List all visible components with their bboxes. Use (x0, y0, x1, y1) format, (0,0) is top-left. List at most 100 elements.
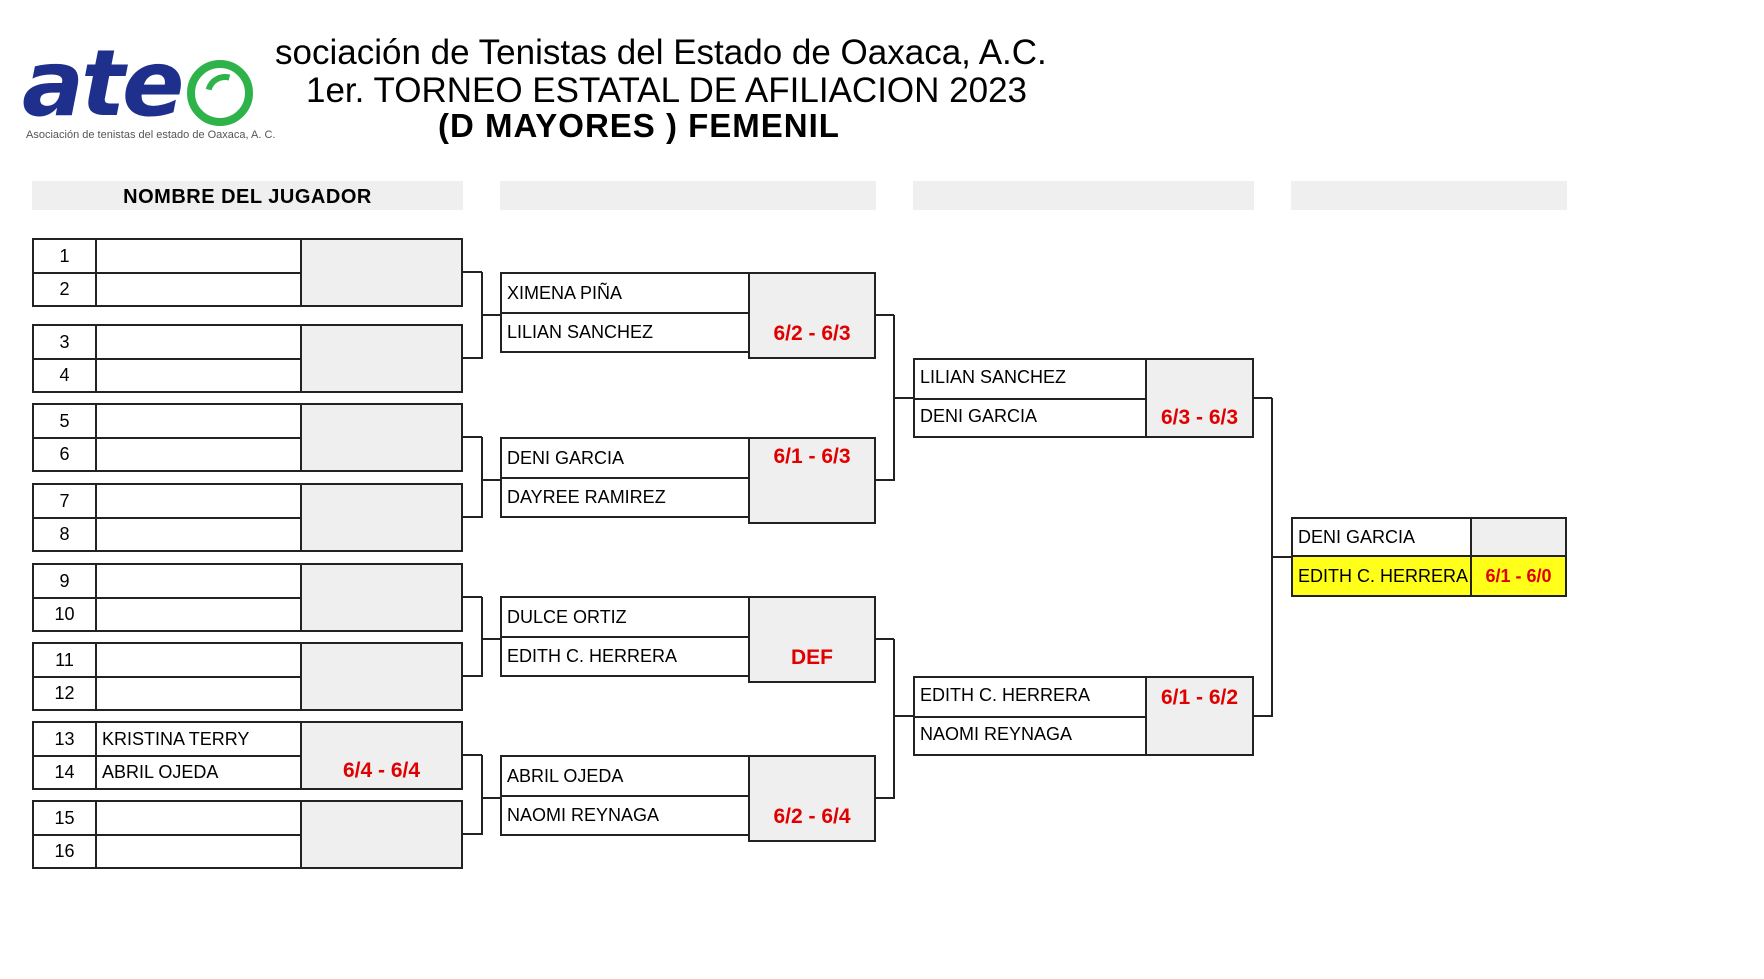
seed-number: 11 (32, 642, 97, 678)
seed-number: 5 (32, 403, 97, 439)
connector-line (463, 833, 482, 835)
final-score: 6/1 - 6/0 (1485, 566, 1552, 586)
seed-number: 14 (32, 755, 97, 790)
final-player-1: DENI GARCIA (1291, 517, 1472, 557)
player-name-slot (95, 834, 302, 869)
match-score-box (300, 563, 463, 632)
tennis-ball-icon (187, 60, 253, 126)
column-header-label: NOMBRE DEL JUGADOR (123, 186, 372, 208)
seed-number: 16 (32, 834, 97, 869)
final-score-box: 6/1 - 6/0 (1470, 555, 1567, 597)
seed-number: 13 (32, 721, 97, 757)
column-header-players: NOMBRE DEL JUGADOR (32, 181, 463, 210)
match-score-box: 6/3 - 6/3 (1145, 358, 1254, 438)
seed-number: 8 (32, 517, 97, 552)
player-name-slot (95, 324, 302, 360)
seed-number: 4 (32, 358, 97, 393)
player-name: DULCE ORTIZ (500, 596, 750, 638)
tournament-title: 1er. TORNEO ESTATAL DE AFILIACION 2023 (306, 71, 1028, 110)
player-name: DENI GARCIA (500, 437, 750, 479)
player-name-slot (95, 483, 302, 519)
seed-number: 15 (32, 800, 97, 836)
player-name-slot (95, 437, 302, 472)
connector-line (463, 675, 482, 677)
seed-number: 12 (32, 676, 97, 711)
player-name-slot (95, 358, 302, 393)
player-name-slot (95, 800, 302, 836)
seed-number: 7 (32, 483, 97, 519)
logo-wordmark: ate (22, 30, 184, 137)
connector-line (463, 271, 482, 273)
connector-line (876, 479, 894, 481)
match-score: 6/2 - 6/4 (773, 805, 851, 828)
connector-line (463, 436, 482, 438)
seed-number: 1 (32, 238, 97, 274)
connector-line (482, 638, 500, 640)
player-name: NAOMI REYNAGA (913, 716, 1147, 756)
match-score-box (300, 642, 463, 711)
match-score-box: DEF (748, 596, 876, 683)
match-score-box: 6/2 - 6/4 (748, 755, 876, 842)
match-score-box (300, 800, 463, 869)
player-name: LILIAN SANCHEZ (913, 358, 1147, 400)
seed-number: 3 (32, 324, 97, 360)
match-score: 6/1 - 6/3 (773, 445, 851, 468)
logo-caption: Asociación de tenistas del estado de Oax… (26, 129, 276, 141)
match-score-box (300, 403, 463, 472)
final-score-box-top (1470, 517, 1567, 557)
connector-line (481, 437, 483, 518)
column-header-round3 (913, 181, 1254, 210)
seed-number: 9 (32, 563, 97, 599)
connector-line (894, 397, 913, 399)
connector-line (481, 755, 483, 835)
player-name-slot: ABRIL OJEDA (95, 755, 302, 790)
connector-line (876, 797, 894, 799)
association-title: sociación de Tenistas del Estado de Oaxa… (275, 33, 1047, 72)
final-player-2-winner: EDITH C. HERRERA (1291, 555, 1472, 597)
connector-line (876, 314, 894, 316)
connector-line (1254, 715, 1272, 717)
connector-line (463, 357, 482, 359)
player-name: LILIAN SANCHEZ (500, 312, 750, 353)
player-name: XIMENA PIÑA (500, 272, 750, 314)
connector-line (1254, 397, 1272, 399)
column-header-final (1291, 181, 1567, 210)
connector-line (463, 596, 482, 598)
match-score-box: 6/4 - 6/4 (300, 721, 463, 790)
connector-line (463, 754, 482, 756)
match-score-box (300, 238, 463, 307)
player-name: EDITH C. HERRERA (913, 676, 1147, 718)
match-score-box: 6/1 - 6/2 (1145, 676, 1254, 756)
connector-line (482, 479, 500, 481)
player-name-slot (95, 517, 302, 552)
player-name-slot (95, 403, 302, 439)
player-name-slot (95, 272, 302, 307)
column-header-round2 (500, 181, 876, 210)
player-name: EDITH C. HERRERA (500, 636, 750, 677)
match-score-box (300, 324, 463, 393)
connector-line (482, 314, 500, 316)
category-title: (D MAYORES ) FEMENIL (438, 107, 840, 144)
player-name-slot: KRISTINA TERRY (95, 721, 302, 757)
connector-line (894, 715, 913, 717)
player-name: ABRIL OJEDA (500, 755, 750, 797)
player-name-slot (95, 238, 302, 274)
player-name: DENI GARCIA (913, 398, 1147, 438)
connector-line (893, 639, 895, 799)
match-score: 6/2 - 6/3 (773, 322, 851, 345)
seed-number: 6 (32, 437, 97, 472)
connector-line (463, 516, 482, 518)
match-score: 6/4 - 6/4 (342, 759, 421, 782)
connector-line (481, 597, 483, 677)
player-name-slot (95, 676, 302, 711)
seed-number: 10 (32, 597, 97, 632)
match-score: 6/3 - 6/3 (1160, 406, 1239, 429)
player-name-slot (95, 597, 302, 632)
match-score-box: 6/2 - 6/3 (748, 272, 876, 359)
player-name-slot (95, 563, 302, 599)
match-score-box (300, 483, 463, 552)
ate-logo: ate (22, 20, 253, 137)
connector-line (876, 638, 894, 640)
match-score: 6/1 - 6/2 (1160, 686, 1239, 709)
player-name: DAYREE RAMIREZ (500, 477, 750, 518)
